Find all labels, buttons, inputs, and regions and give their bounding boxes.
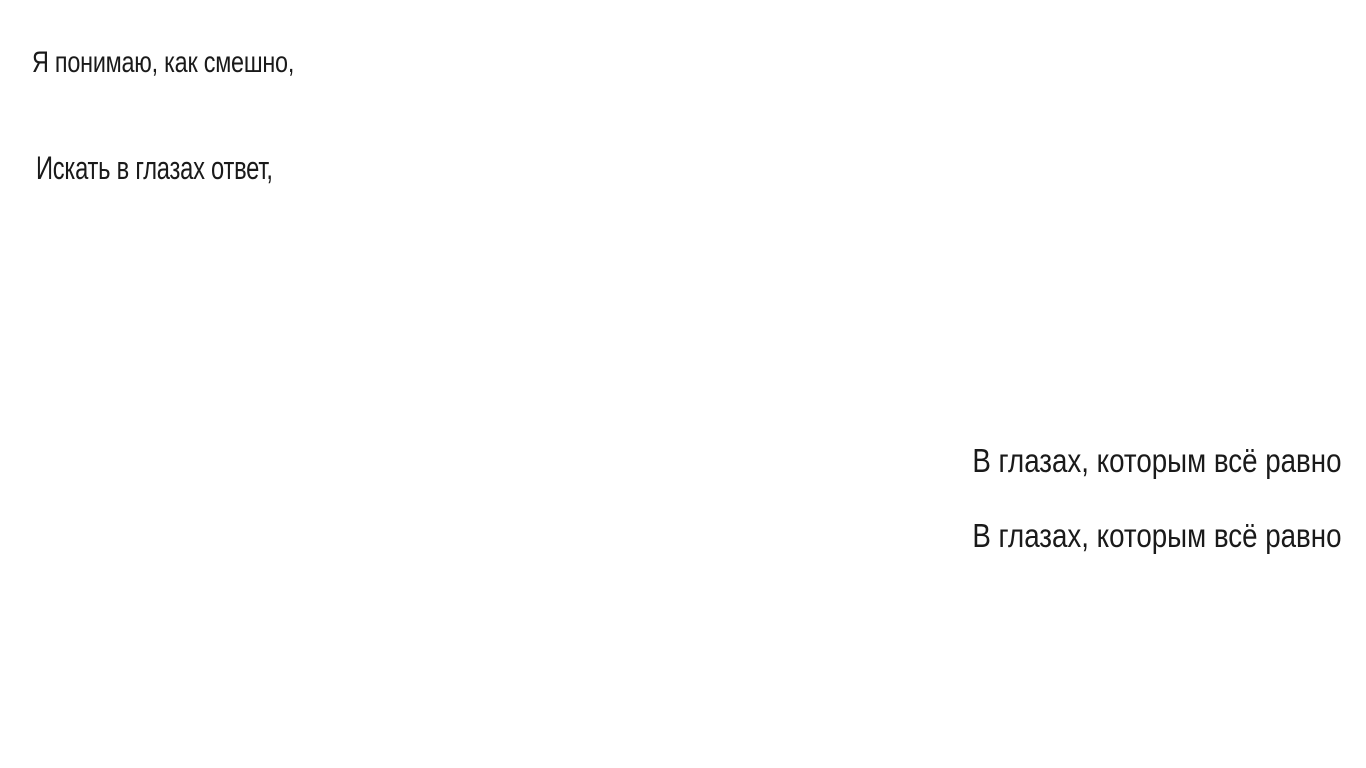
lyric-line-4: В глазах, которым всё равно [972, 517, 1342, 554]
lyric-line-2: Искать в глазах ответ, [36, 150, 273, 186]
lyric-line-3: В глазах, которым всё равно [972, 442, 1342, 479]
lyric-line-1: Я понимаю, как смешно, [32, 46, 295, 79]
